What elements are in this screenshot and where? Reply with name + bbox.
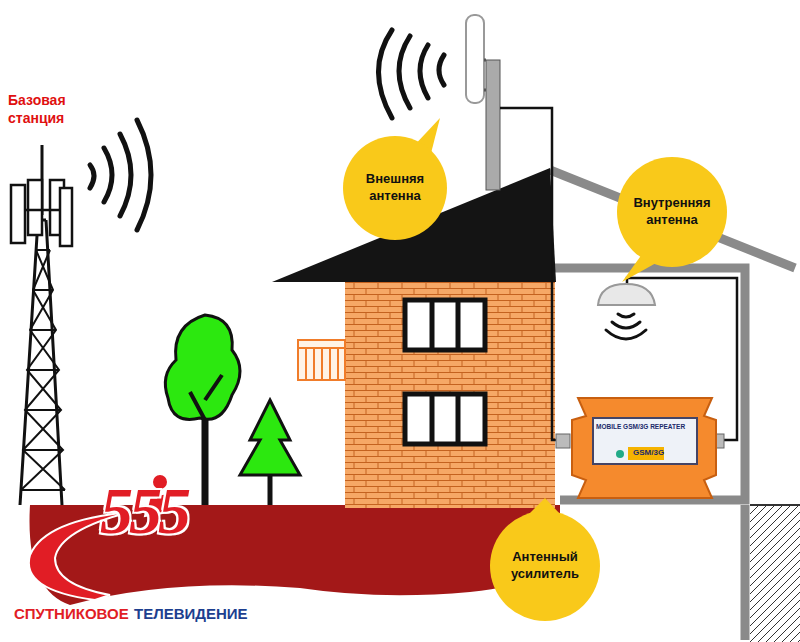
- indoor-waves: [606, 314, 646, 339]
- balcony: [298, 340, 345, 380]
- trees: [165, 315, 300, 505]
- earth-hatch: [750, 505, 800, 642]
- logo-number: 555: [100, 478, 187, 544]
- callout-circle: Внешняя антенна: [343, 136, 447, 240]
- indoor-antenna: [598, 284, 655, 305]
- callout-text: Внешняя антенна: [343, 171, 447, 205]
- outdoor-antenna: [466, 15, 484, 103]
- base-antenna-panels: [11, 180, 72, 246]
- device-text: GSM/3G: [633, 448, 664, 457]
- callout-circle: Антенный усилитель: [490, 511, 600, 621]
- callout-circle: Внутренняя антенна: [617, 157, 727, 267]
- base-waves: [90, 120, 151, 230]
- repeater: [556, 398, 724, 498]
- windows: [405, 300, 485, 444]
- cable: [500, 108, 562, 440]
- callout-tails: [410, 118, 665, 518]
- logo-text: ТЕЛЕВИДЕНИЕ: [134, 605, 248, 622]
- station-label: Базовая станция: [8, 92, 88, 127]
- logo-text: СПУТНИКОВОЕ: [14, 605, 129, 622]
- brick-facade: [345, 280, 555, 508]
- callout-text: Антенный усилитель: [490, 549, 600, 583]
- callout-text: Внутренняя антенна: [617, 195, 727, 229]
- antenna-waves: [379, 30, 445, 118]
- device-text: MOBILE GSM/3G REPEATER: [596, 423, 685, 430]
- earth-line: [750, 504, 800, 506]
- mast: [486, 60, 500, 190]
- tower: [20, 145, 65, 505]
